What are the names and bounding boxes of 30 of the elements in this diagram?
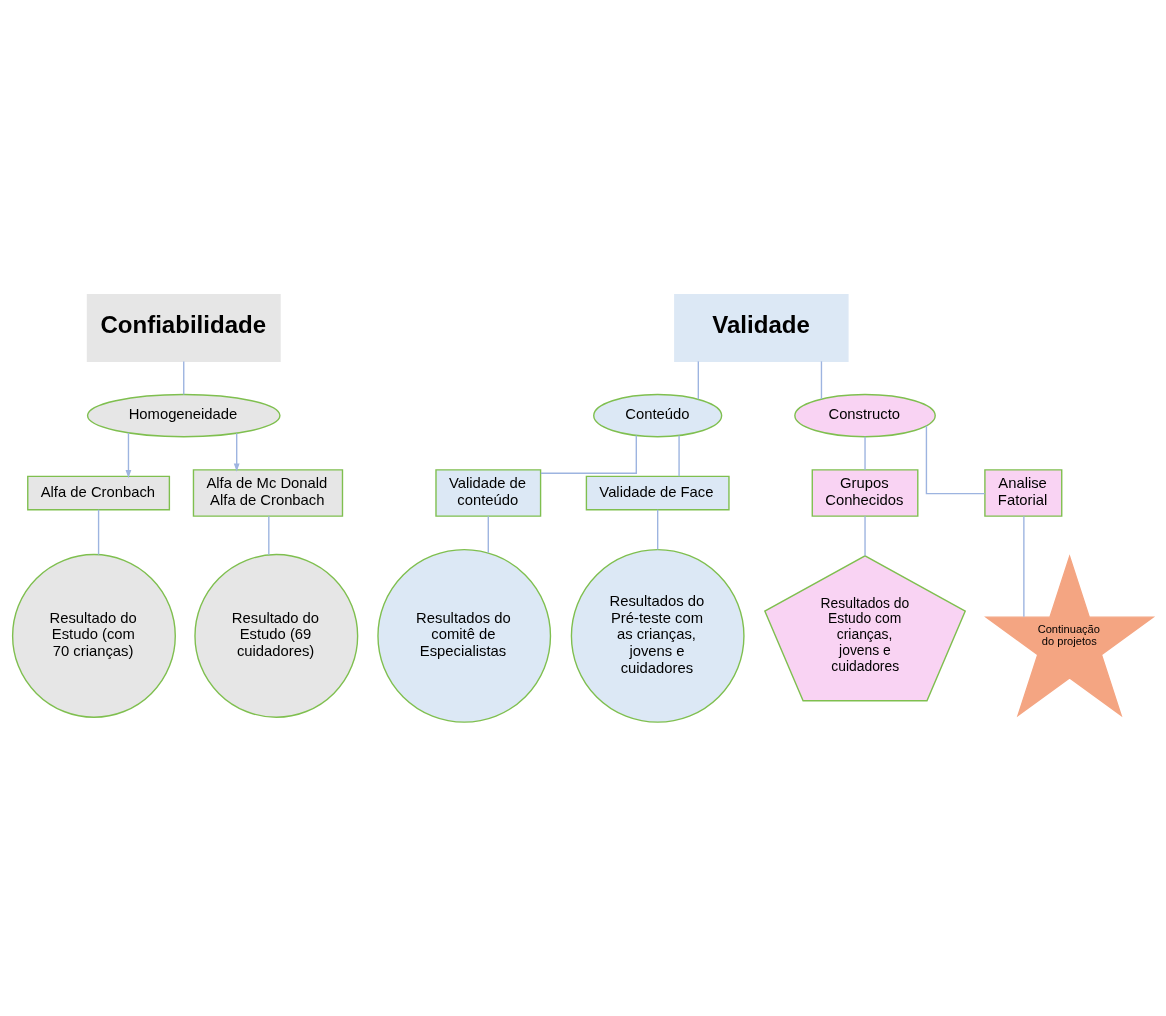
node-ellipse: Homogeneidade xyxy=(86,393,281,437)
connector xyxy=(925,424,986,494)
connector xyxy=(657,508,659,550)
connector xyxy=(864,515,866,556)
arrow xyxy=(125,431,132,478)
node-box: Alfa de Cronbach xyxy=(27,475,171,510)
connector xyxy=(97,508,100,555)
node-circle: Resultado do Estudo (com 70 crianças) xyxy=(11,553,176,718)
node-box: Validade de Face xyxy=(585,475,730,510)
connector xyxy=(678,434,680,477)
node-box: Validade de conteúdo xyxy=(435,468,542,517)
node-circle: Resultado do Estudo (69 cuidadores) xyxy=(194,553,359,718)
node-box: Alfa de Mc Donald Alfa de Cronbach xyxy=(192,468,344,517)
node-ellipse: Constructo xyxy=(794,393,936,437)
connector xyxy=(820,360,823,400)
connector xyxy=(183,360,185,395)
node-circle: Resultados do Pré-teste com as crianças, jovens e cuidadores xyxy=(570,548,745,723)
node-box: Confiabilidade xyxy=(86,293,281,362)
node-box: Analise Fatorial xyxy=(984,468,1063,517)
connector xyxy=(268,515,270,556)
connector xyxy=(697,360,699,400)
connector xyxy=(864,435,866,470)
node-box: Validade xyxy=(674,293,849,362)
connector xyxy=(1023,515,1025,617)
node-circle: Resultados do comitê de Especialistas xyxy=(377,548,552,723)
node-box: Grupos Conhecidos xyxy=(811,468,919,517)
arrow xyxy=(233,432,240,472)
node-ellipse: Conteúdo xyxy=(593,393,723,437)
connector xyxy=(540,434,637,474)
connector xyxy=(487,515,489,553)
